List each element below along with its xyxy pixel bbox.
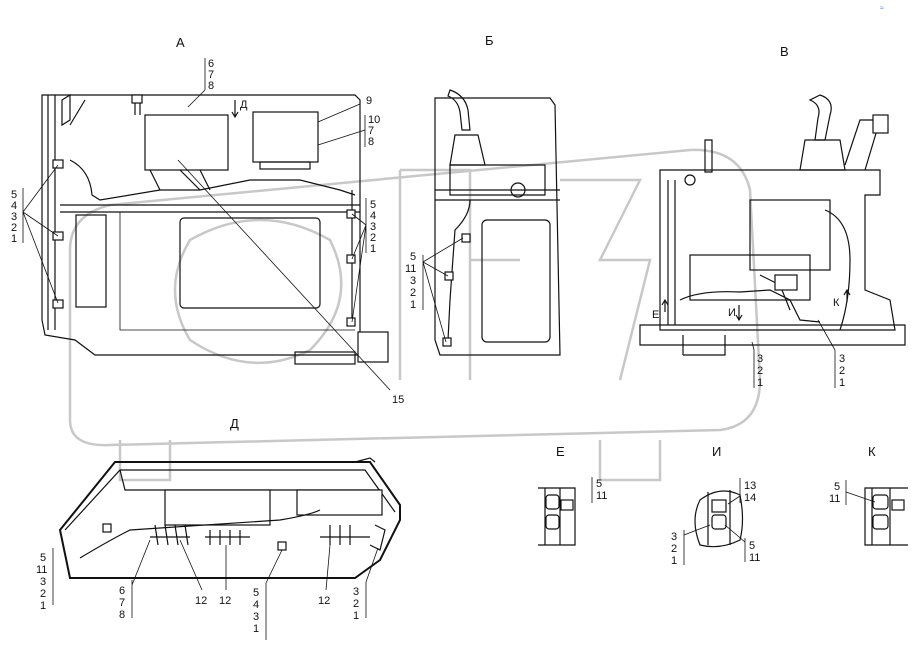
arrow-i-label: И: [728, 307, 736, 319]
callout-v-mid-1: 1: [757, 377, 763, 389]
view-d-block-right: [296, 489, 383, 516]
callout-a-7: 7: [208, 69, 214, 81]
callout-a-left-1: 1: [11, 233, 17, 245]
callout-d-mid-3: 3: [253, 611, 259, 623]
view-b-door: [481, 219, 551, 343]
callout-d-right-1: 1: [353, 610, 359, 622]
view-v-harness: [679, 274, 821, 323]
callout-d-7: 7: [119, 597, 125, 609]
callout-a-left-5: 5: [11, 189, 17, 201]
view-i: И 13 14 3 2 1 5 11: [671, 444, 760, 567]
callout-d-12a: 12: [195, 595, 207, 607]
view-a: А Д 6 7 8 9 10 7 8: [11, 35, 404, 406]
callout-v-right-2: 2: [839, 365, 845, 377]
callout-a-side-2: 2: [370, 232, 376, 244]
view-d-label: Д: [230, 416, 239, 431]
callout-a-side-3: 3: [370, 221, 376, 233]
view-a-window: [179, 217, 321, 309]
callout-b-1: 1: [410, 299, 416, 311]
callout-d-mid-5: 5: [253, 587, 259, 599]
view-b: Б 5 11 3 2 1: [405, 33, 561, 356]
callout-d-left-11: 11: [36, 564, 47, 576]
view-a-block-right: [252, 111, 319, 163]
callout-v-mid-3: 3: [757, 353, 763, 365]
arrow-e-label: Е: [652, 309, 659, 321]
callout-a-9: 9: [366, 95, 372, 107]
callout-a-side-4: 4: [370, 210, 376, 222]
callout-i-left-1: 1: [671, 555, 677, 567]
view-d-block-left: [164, 489, 271, 526]
view-d: Д 5 11 3 2 1 6 7 8 12 12 12 5 4 3 1: [36, 416, 401, 640]
callout-d-mid-4: 4: [253, 599, 259, 611]
callout-v-right-3: 3: [839, 353, 845, 365]
view-a-connector: [357, 331, 389, 363]
callout-a-left-3: 3: [11, 211, 17, 223]
arrow-k-label: К: [833, 297, 840, 309]
callout-b-3: 3: [410, 275, 416, 287]
callout-v-right-1: 1: [839, 377, 845, 389]
callout-k-11: 11: [829, 493, 840, 505]
view-a-block-left: [144, 114, 229, 171]
callout-d-left-5: 5: [40, 552, 46, 564]
view-v-joystick: [808, 94, 832, 141]
view-b-joystick: [447, 89, 471, 131]
callout-d-mid-1: 1: [253, 623, 259, 635]
callout-a-left-2: 2: [11, 222, 17, 234]
view-b-harness: [447, 199, 471, 341]
callout-a-side-1: 1: [370, 243, 376, 255]
view-a-outline: [41, 94, 361, 356]
view-d-harness: [79, 509, 321, 559]
view-v-outline: [659, 169, 896, 331]
callout-a-15: 15: [392, 394, 404, 406]
view-k: К 5 11: [829, 444, 908, 546]
callout-d-left-1: 1: [40, 600, 46, 612]
callout-a-8b: 8: [368, 136, 374, 148]
callout-i-left-3: 3: [671, 531, 677, 543]
callout-k-5: 5: [834, 481, 840, 493]
callout-d-left-2: 2: [40, 588, 46, 600]
callout-d-left-3: 3: [40, 576, 46, 588]
view-e-label: Е: [556, 444, 565, 459]
corner-mark: ≈: [880, 5, 884, 12]
callout-a-10: 10: [368, 114, 380, 126]
view-a-harness: [69, 159, 356, 201]
callout-a-6: 6: [208, 58, 214, 70]
callout-i-left-2: 2: [671, 543, 677, 555]
view-v-label: В: [780, 44, 789, 59]
view-a-label: А: [176, 35, 185, 50]
callout-i-13: 13: [744, 480, 756, 492]
callout-d-6: 6: [119, 585, 125, 597]
view-i-label: И: [712, 444, 721, 459]
view-b-outline: [434, 97, 561, 356]
view-b-label: Б: [485, 33, 494, 48]
callout-b-5: 5: [410, 251, 416, 263]
callout-d-12b: 12: [219, 595, 231, 607]
callout-i-right-5: 5: [749, 540, 755, 552]
view-d-outline: [58, 461, 401, 579]
view-k-label: К: [868, 444, 876, 459]
callout-d-12c: 12: [318, 595, 330, 607]
callout-a-side-5: 5: [370, 199, 376, 211]
callout-d-right-3: 3: [353, 586, 359, 598]
callout-e-11: 11: [596, 490, 607, 502]
callout-b-2: 2: [410, 287, 416, 299]
callout-b-11: 11: [405, 263, 416, 275]
view-v: В Е И К 3 2 1 3 2 1: [639, 44, 906, 389]
callout-a-left-4: 4: [11, 200, 17, 212]
callout-d-8: 8: [119, 609, 125, 621]
callout-a-8: 8: [208, 80, 214, 92]
callout-i-14: 14: [744, 492, 756, 504]
callout-e-5: 5: [596, 478, 602, 490]
callout-d-right-2: 2: [353, 598, 359, 610]
arrow-d-label: Д: [240, 99, 248, 111]
view-e: Е 5 11: [538, 444, 607, 546]
callout-i-right-11: 11: [749, 552, 760, 564]
callout-v-mid-2: 2: [757, 365, 763, 377]
callout-a-7b: 7: [368, 125, 374, 137]
